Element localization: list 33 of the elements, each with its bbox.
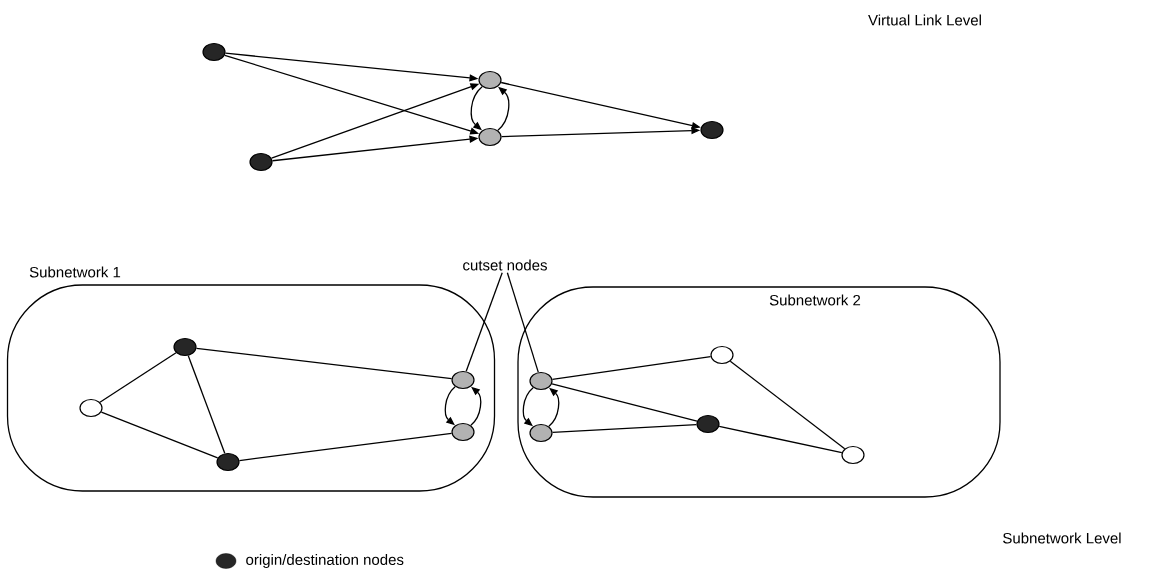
leader-line <box>465 272 503 372</box>
callout-label: cutset nodes <box>463 259 547 271</box>
level-label: Subnetwork Level <box>1003 532 1121 544</box>
origin-node <box>696 414 720 434</box>
link-line <box>187 355 226 454</box>
cutset-node <box>451 370 475 390</box>
region-heading: Subnetwork 1 <box>29 266 121 278</box>
origin-node <box>249 152 273 172</box>
cutset-node <box>478 70 502 90</box>
origin-node <box>173 337 197 357</box>
link-line <box>551 423 698 433</box>
region-heading: Subnetwork 2 <box>769 294 861 306</box>
link-line <box>195 347 453 380</box>
network-node <box>710 345 734 365</box>
legend-text: origin/destination nodes <box>246 554 404 568</box>
origin-node <box>700 120 724 140</box>
link-line <box>551 383 698 422</box>
origin-node <box>202 42 226 62</box>
link-line <box>718 425 843 454</box>
link-line <box>729 360 846 450</box>
cutset-node <box>478 127 502 147</box>
leader-line <box>506 272 539 373</box>
link-line <box>100 411 219 459</box>
cutset-node <box>529 371 553 391</box>
link-line <box>551 356 712 380</box>
network-node <box>79 398 103 418</box>
network-node <box>841 445 865 465</box>
cutset-node <box>529 423 553 443</box>
level-label: Virtual Link Level <box>868 14 981 26</box>
link-line <box>99 352 177 403</box>
cutset-node <box>451 422 475 442</box>
link-line <box>238 432 453 462</box>
origin-node <box>216 452 240 472</box>
